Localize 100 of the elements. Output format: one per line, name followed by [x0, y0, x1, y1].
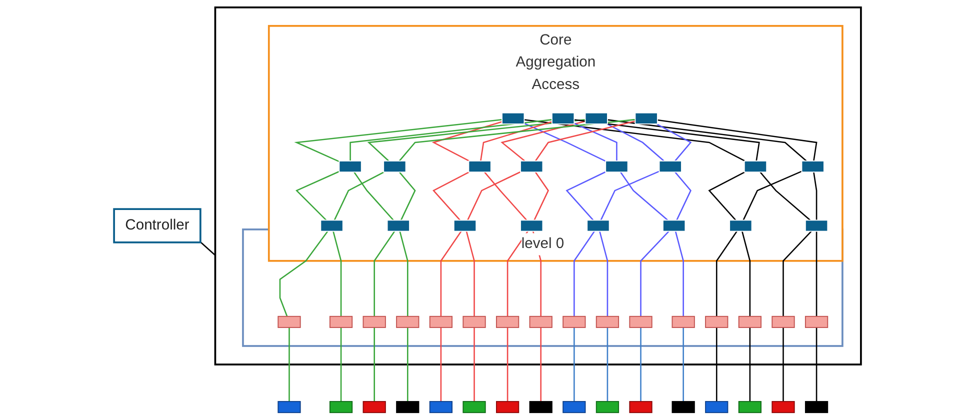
- connector: [374, 230, 396, 316]
- node-box: [386, 220, 410, 232]
- connector: [500, 120, 586, 162]
- connector: [716, 328, 718, 402]
- node-box: [738, 316, 762, 328]
- connector: [742, 231, 751, 316]
- connector: [760, 172, 811, 221]
- connector: [782, 230, 812, 316]
- connector: [474, 328, 475, 402]
- node-box: [804, 401, 828, 414]
- connector: [354, 172, 394, 221]
- connector: [606, 123, 664, 162]
- node-box: [520, 160, 544, 173]
- connector: [294, 119, 502, 162]
- connector: [640, 328, 642, 402]
- connector: [657, 119, 818, 162]
- node-box: [705, 401, 728, 414]
- connector: [540, 328, 542, 402]
- connector: [716, 230, 738, 316]
- connector: [367, 118, 586, 162]
- node-box: [468, 160, 492, 173]
- node-box: [396, 401, 420, 414]
- node-box: [584, 112, 608, 124]
- node-box: [429, 401, 453, 414]
- node-box: [729, 220, 752, 232]
- node-box: [662, 220, 686, 232]
- node-box: [362, 401, 386, 414]
- connector: [340, 328, 342, 402]
- node-box: [772, 401, 795, 414]
- connector: [600, 170, 660, 220]
- connector: [816, 328, 818, 402]
- connector: [816, 231, 818, 316]
- connector: [466, 231, 475, 316]
- node-box: [629, 401, 652, 414]
- connector: [782, 328, 784, 402]
- connector: [432, 121, 502, 162]
- node-box: [605, 160, 628, 173]
- node-box: [801, 160, 824, 173]
- node-box: [496, 316, 520, 328]
- connector: [398, 118, 636, 162]
- node-box: [520, 220, 544, 232]
- connector: [484, 172, 528, 221]
- node-box: [738, 401, 762, 414]
- connector: [480, 121, 552, 162]
- node-box: [672, 316, 695, 328]
- connector: [606, 328, 608, 402]
- node-box: [383, 160, 406, 173]
- node-box: Controller: [113, 208, 202, 244]
- connector: [607, 119, 807, 162]
- node-box: [462, 401, 486, 414]
- node-box: [596, 401, 620, 414]
- node-box: [804, 316, 828, 328]
- node-box: [804, 220, 828, 232]
- node-box: [320, 220, 344, 232]
- node-box: [429, 316, 453, 328]
- node-box: [672, 401, 695, 414]
- node-box: [634, 112, 658, 124]
- connector: [524, 119, 746, 162]
- connector: [534, 120, 636, 162]
- connector: [574, 122, 618, 161]
- connector: [640, 230, 670, 316]
- connector: [467, 171, 521, 220]
- connector: [682, 328, 684, 402]
- node-box: [772, 316, 795, 328]
- connector: [407, 328, 408, 402]
- node-box: [453, 220, 477, 232]
- node-box: [596, 316, 620, 328]
- connector: [574, 119, 760, 162]
- connector: [279, 230, 328, 317]
- node-box: [552, 112, 575, 124]
- connector: [599, 231, 608, 316]
- node-box: [502, 112, 525, 124]
- node-box: [529, 316, 552, 328]
- node-box: [496, 401, 520, 414]
- connector: [399, 231, 408, 316]
- connector: [749, 328, 751, 402]
- connector: [574, 328, 575, 402]
- connector: [620, 172, 668, 221]
- connector: [288, 328, 290, 402]
- connector: [742, 170, 802, 220]
- node-box: [562, 401, 586, 414]
- connector: [334, 172, 384, 220]
- connector: [374, 328, 375, 402]
- node-box: [586, 220, 610, 232]
- connector: [574, 230, 595, 316]
- connector: [506, 230, 528, 316]
- connector: [200, 242, 216, 256]
- connector: [440, 230, 462, 316]
- node-box: [396, 316, 420, 328]
- node-box: [338, 160, 362, 173]
- connector: [674, 231, 684, 316]
- node-box: [329, 401, 353, 414]
- cluster: [214, 6, 862, 366]
- connector: [813, 172, 818, 220]
- node-box: [278, 401, 301, 414]
- node-box: [529, 401, 552, 414]
- node-box: [705, 316, 728, 328]
- connector: [524, 122, 606, 162]
- connector: [506, 328, 508, 402]
- node-box: [658, 160, 682, 173]
